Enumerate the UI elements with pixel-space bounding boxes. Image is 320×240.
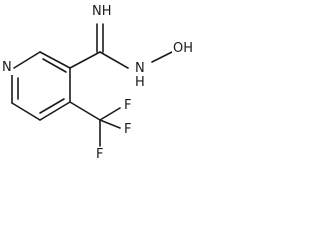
structure-diagram (11, 23, 173, 147)
bond-c4-c5 (39, 101, 71, 121)
fluorine-top-label: F (123, 98, 133, 113)
bond-c-f-middle (99, 119, 121, 129)
bond-c2-c3 (39, 51, 71, 69)
bond-c3-amidine-c (69, 51, 101, 69)
bond-c5-c6 (11, 102, 41, 121)
bond-c4-c5-inner (39, 98, 65, 114)
fluorine-middle-label: F (123, 122, 133, 137)
fluorine-bottom-label: F (95, 147, 105, 162)
bond-c-amine-n (99, 51, 129, 69)
amine-hydrogen-label: H (134, 75, 146, 90)
bond-n-c2 (13, 51, 41, 69)
imine-nh-label: NH (91, 4, 113, 19)
bond-c-f-top (99, 107, 121, 121)
bond-c4-cf3 (69, 101, 101, 121)
bond-n-o (151, 51, 173, 63)
bond-c2-c3-inner (42, 58, 67, 73)
hydroxyl-label: OH (172, 41, 195, 56)
pyridine-nitrogen-label: N (1, 60, 13, 75)
amine-nitrogen-label: N (134, 61, 146, 76)
